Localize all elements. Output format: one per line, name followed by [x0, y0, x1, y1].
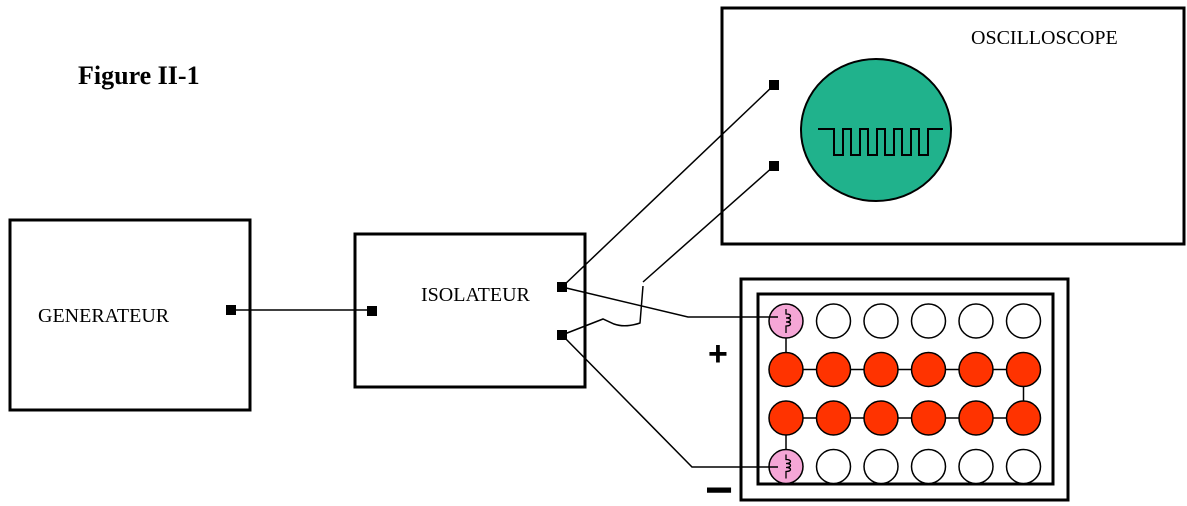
board-cell-active [815, 351, 852, 388]
square-wave-trace [818, 128, 943, 156]
isolator-box [353, 232, 587, 389]
board-cell-empty [958, 303, 994, 339]
inductor-coil-icon [785, 309, 792, 333]
board-cell-active [768, 400, 804, 436]
board-cell-empty [910, 303, 947, 339]
board-cell-active [863, 351, 899, 388]
board-cell-active [1005, 400, 1042, 436]
oscilloscope-label: OSCILLOSCOPE [971, 27, 1118, 49]
board-cell-empty [958, 448, 994, 485]
isolator-input-terminal [367, 306, 377, 316]
board-cells [768, 303, 1042, 485]
board-cell-empty [863, 303, 899, 339]
board-cell-empty [815, 303, 852, 339]
inductor-coil-icon [785, 454, 792, 479]
board-cell-empty [910, 448, 947, 485]
board-inner-frame [756, 292, 1055, 486]
generator-terminal [226, 305, 236, 315]
wire-isolator-oscilloscope-top [561, 84, 775, 288]
board-outer-frame [739, 277, 1070, 502]
wire-isolator-board-top [561, 286, 778, 318]
board-cell-active [768, 351, 804, 388]
board-cell-inductor [768, 303, 804, 339]
isolator-label: ISOLATEUR [421, 284, 531, 306]
board-cell-active [1005, 351, 1042, 388]
board-cell-empty [1005, 448, 1042, 485]
wire-oscilloscope-bottom [642, 165, 775, 283]
generator-box [8, 218, 252, 412]
board-cell-active [815, 400, 852, 436]
board-cell-active [910, 351, 947, 388]
wire-crossover-hook [561, 285, 644, 336]
board-cell-active [863, 400, 899, 436]
minus-sign: − [705, 464, 733, 506]
oscilloscope-box [720, 6, 1186, 246]
board-cell-active [958, 400, 994, 436]
board-cell-empty [863, 448, 899, 485]
board-cell-active [910, 400, 947, 436]
generator-label: GENERATEUR [38, 305, 170, 327]
board-cell-active [958, 351, 994, 388]
figure-title: Figure II-1 [78, 61, 200, 90]
wires [236, 84, 778, 468]
board-cell-empty [1005, 303, 1042, 339]
wire-isolator-board-bottom [561, 334, 778, 468]
board-cell-empty [815, 448, 852, 485]
plus-sign: + [708, 335, 728, 373]
